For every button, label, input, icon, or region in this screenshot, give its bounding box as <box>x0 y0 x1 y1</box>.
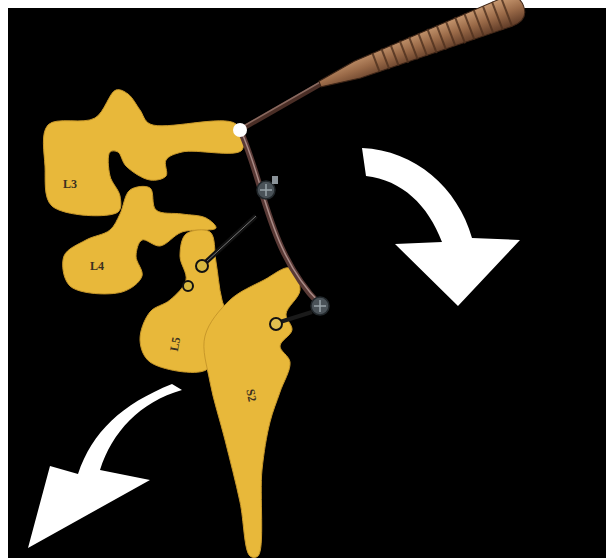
vertebra-label: L4 <box>90 260 104 272</box>
rotation-arrow <box>362 148 520 306</box>
instrument-shaft-highlight <box>242 81 322 127</box>
instrument-handle <box>315 0 529 98</box>
spinal-rod <box>240 130 320 305</box>
set-screw <box>257 176 278 199</box>
vertebra-label: L5 <box>168 336 182 352</box>
screw-head <box>196 260 208 272</box>
screw-head <box>270 318 282 330</box>
screw-shank <box>206 216 256 262</box>
screw-head <box>183 281 193 291</box>
screw-shank <box>280 312 312 322</box>
rod-tip-ball <box>233 123 247 137</box>
set-screw <box>311 297 329 315</box>
screw-shank <box>206 216 256 262</box>
vertebra-label: L3 <box>63 178 77 190</box>
spinal-rod-highlight <box>241 131 320 303</box>
vertebra-outline <box>200 262 345 558</box>
vertebra-shape: S2 <box>200 262 345 558</box>
instrument-shaft <box>240 82 324 130</box>
vertebra-fill <box>204 268 300 558</box>
rotation-arrow <box>28 384 182 548</box>
vertebra-label: S2 <box>244 388 258 403</box>
